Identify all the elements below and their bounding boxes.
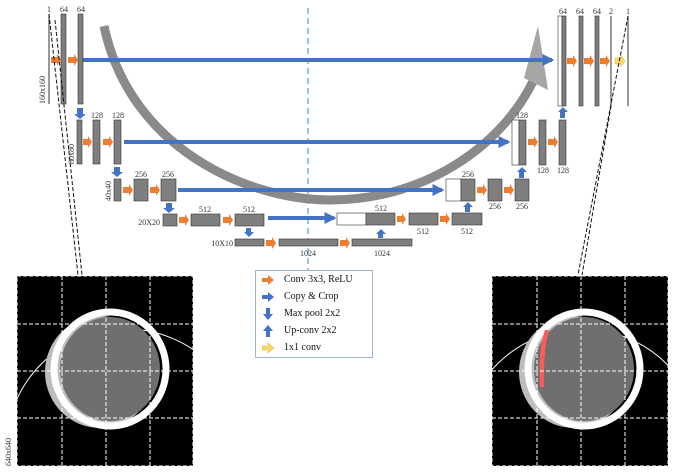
curve-arrow: [99, 25, 543, 205]
svg-text:2: 2: [609, 7, 613, 16]
legend-item-copy-crop: Copy & Crop: [256, 288, 372, 305]
svg-text:64: 64: [593, 7, 601, 16]
svg-text:128: 128: [557, 166, 569, 175]
legend-item-conv: Conv 3x3, ReLU: [256, 271, 372, 288]
svg-text:10X10: 10X10: [211, 239, 233, 248]
svg-text:1: 1: [626, 7, 630, 16]
legend-item-1x1-conv: 1x1 conv: [256, 339, 372, 356]
output-ct-image: [491, 275, 669, 467]
svg-text:128: 128: [91, 111, 103, 120]
svg-text:256: 256: [135, 170, 147, 179]
svg-text:512: 512: [461, 227, 473, 236]
svg-text:160x160: 160x160: [38, 76, 47, 104]
svg-text:80x80: 80x80: [67, 144, 76, 164]
blue-down-arrow-icon: [263, 307, 273, 320]
svg-text:1024: 1024: [300, 249, 316, 258]
svg-text:512: 512: [375, 204, 387, 213]
svg-text:640x640: 640x640: [4, 438, 13, 466]
svg-text:64: 64: [559, 7, 567, 16]
svg-text:64: 64: [60, 5, 68, 14]
svg-text:128: 128: [112, 111, 124, 120]
blue-up-arrow-icon: [263, 324, 273, 337]
svg-text:40x40: 40x40: [104, 181, 113, 201]
svg-text:1024: 1024: [374, 249, 390, 258]
hemorrhage-highlight: [539, 330, 549, 387]
svg-text:64: 64: [576, 7, 584, 16]
orange-right-arrow-icon: [262, 274, 274, 285]
svg-text:20X20: 20X20: [138, 218, 160, 227]
svg-text:128: 128: [537, 166, 549, 175]
legend-item-max-pool: Max pool 2x2: [256, 305, 372, 322]
blue-right-arrow-icon: [262, 291, 274, 302]
svg-text:512: 512: [243, 205, 255, 214]
svg-text:64: 64: [77, 5, 85, 14]
svg-text:1: 1: [47, 5, 51, 14]
yellow-right-arrow-icon: [262, 341, 274, 354]
svg-text:256: 256: [462, 170, 474, 179]
input-ct-image: 640x640: [4, 275, 194, 467]
svg-text:256: 256: [516, 202, 528, 211]
legend-item-up-conv: Up-conv 2x2: [256, 322, 372, 339]
svg-text:512: 512: [199, 205, 211, 214]
svg-text:256: 256: [489, 202, 501, 211]
legend: Conv 3x3, ReLU Copy & Crop Max pool 2x2 …: [255, 270, 373, 358]
svg-text:256: 256: [162, 170, 174, 179]
svg-text:128: 128: [516, 111, 528, 120]
svg-text:512: 512: [417, 227, 429, 236]
